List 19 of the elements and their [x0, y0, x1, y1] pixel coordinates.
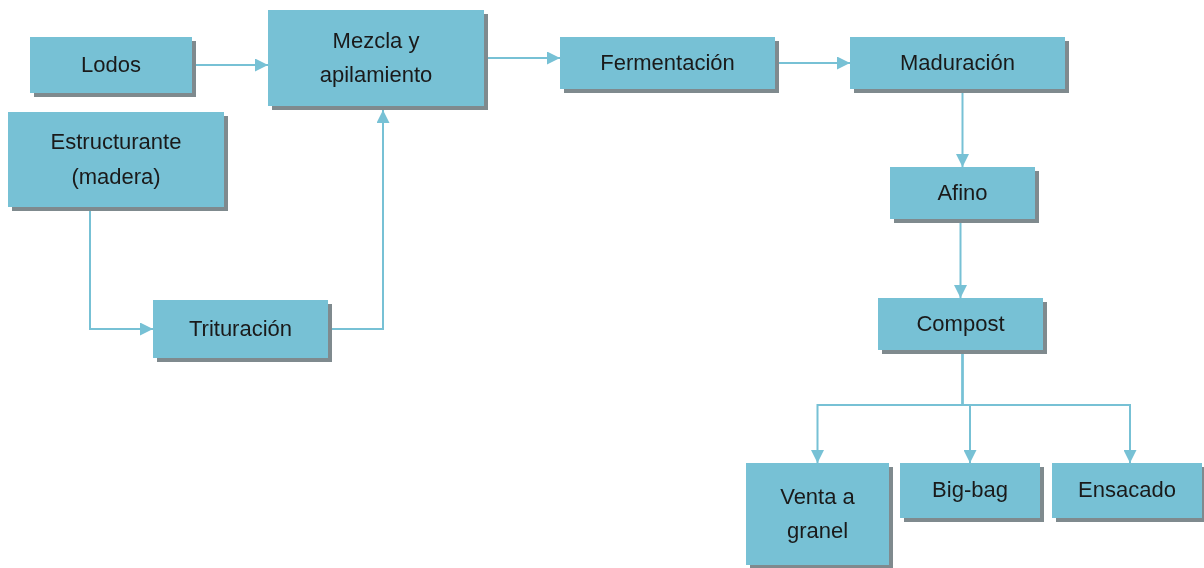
arrow [961, 353, 1137, 464]
process-label: Estructurante (madera) [49, 128, 183, 191]
arrow [956, 92, 969, 168]
arrow [195, 58, 269, 72]
process-label: Trituración [188, 314, 293, 343]
arrow [331, 109, 390, 330]
process-label: Big-bag [932, 476, 1008, 505]
arrow [954, 222, 967, 299]
arrow [487, 51, 561, 65]
process-label: Mezcla y apilamiento [318, 26, 434, 89]
process-label: Compost [916, 309, 1005, 338]
process-label: Lodos [81, 50, 141, 79]
arrow [89, 210, 154, 336]
process-label: Maduración [900, 48, 1015, 77]
arrow [778, 56, 851, 70]
process-label: Venta a granel [779, 482, 856, 545]
process-label: Fermentación [600, 48, 735, 77]
process-label: Ensacado [1078, 476, 1176, 505]
process-label: Afino [937, 178, 988, 207]
